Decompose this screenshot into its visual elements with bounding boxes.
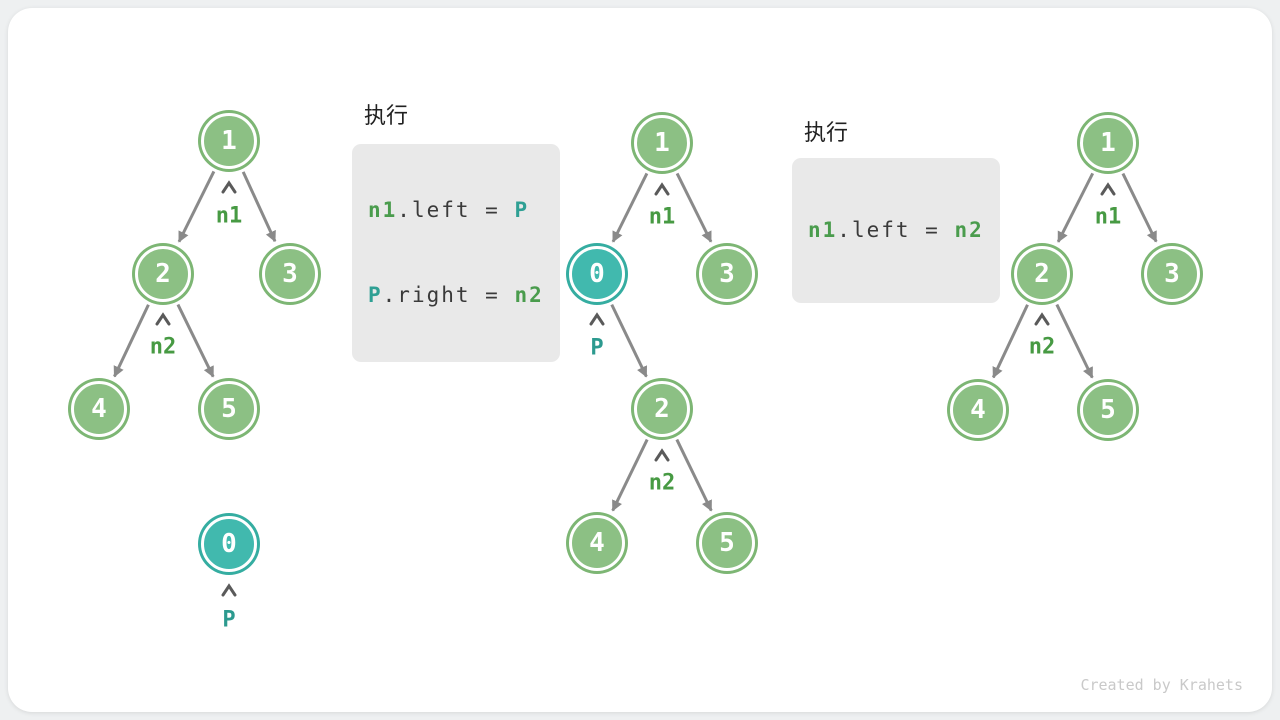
- tree-node-0-inserted: 0: [569, 246, 625, 302]
- code-line: n1.left = P: [368, 192, 544, 229]
- tree-node-4: 4: [950, 382, 1006, 438]
- tree-node-3: 3: [1144, 246, 1200, 302]
- pointer-label-n1: n1: [215, 203, 243, 229]
- edge-arrow: [991, 304, 1029, 379]
- edge-arrow: [177, 170, 216, 243]
- exec-title-1: 执行: [364, 103, 409, 128]
- tree-node-5: 5: [201, 381, 257, 437]
- edge-arrow: [176, 303, 215, 378]
- edge-arrow: [1121, 172, 1158, 243]
- pointer-label-n1: n1: [648, 204, 676, 230]
- code-block-2: n1.left = n2: [792, 158, 1000, 303]
- code-token-n2: n2: [514, 283, 544, 307]
- watermark-credit: Created by Krahets: [1080, 676, 1243, 694]
- code-token-p: P: [368, 283, 383, 307]
- caret-up-icon: [221, 583, 237, 597]
- code-block-1: n1.left = P P.right = n2: [352, 144, 560, 362]
- edge-arrow: [675, 172, 713, 243]
- tree-node-1: 1: [634, 115, 690, 171]
- tree-node-2: 2: [1014, 246, 1070, 302]
- pointer-label-n1: n1: [1094, 204, 1122, 230]
- caret-up-icon: [654, 182, 670, 196]
- caret-up-icon: [589, 312, 605, 326]
- edge-arrow: [611, 172, 649, 243]
- code-token-n1: n1: [368, 198, 398, 222]
- code-token-n2: n2: [954, 218, 984, 242]
- edge-arrow: [675, 438, 713, 512]
- tree-node-1: 1: [1080, 115, 1136, 171]
- edge-arrow: [241, 171, 277, 243]
- caret-up-icon: [1034, 312, 1050, 326]
- code-token-op: .left =: [397, 198, 515, 222]
- pointer-label-n2: n2: [1028, 334, 1056, 360]
- tree-node-3: 3: [262, 246, 318, 302]
- edge-arrow: [610, 303, 648, 378]
- code-line: n1.left = n2: [808, 206, 984, 255]
- caret-up-icon: [155, 312, 171, 326]
- pointer-label-p: P: [222, 607, 236, 633]
- code-token-p: P: [514, 198, 530, 222]
- caret-up-icon: [221, 180, 237, 194]
- edge-arrow: [1056, 172, 1095, 243]
- pointer-label-n2: n2: [149, 334, 177, 360]
- tree-node-4: 4: [569, 515, 625, 571]
- code-line: P.right = n2: [368, 277, 544, 314]
- code-token-op: .right =: [382, 283, 515, 307]
- edge-arrow: [611, 438, 649, 512]
- code-token-op: .left =: [837, 218, 955, 242]
- code-token-n1: n1: [808, 218, 838, 242]
- exec-title-2: 执行: [804, 120, 849, 145]
- caret-up-icon: [654, 448, 670, 462]
- tree-node-1: 1: [201, 113, 257, 169]
- tree-node-5: 5: [699, 515, 755, 571]
- tree-node-2: 2: [634, 381, 690, 437]
- tree-node-3: 3: [699, 246, 755, 302]
- edge-arrow: [113, 304, 150, 378]
- tree-node-2: 2: [135, 246, 191, 302]
- pointer-label-p: P: [590, 335, 604, 361]
- caret-up-icon: [1100, 182, 1116, 196]
- pointer-label-n2: n2: [648, 470, 676, 496]
- tree-node-5: 5: [1080, 382, 1136, 438]
- tree-node-4: 4: [71, 381, 127, 437]
- tree-node-0-detached: 0: [201, 516, 257, 572]
- edge-arrow: [1055, 303, 1094, 379]
